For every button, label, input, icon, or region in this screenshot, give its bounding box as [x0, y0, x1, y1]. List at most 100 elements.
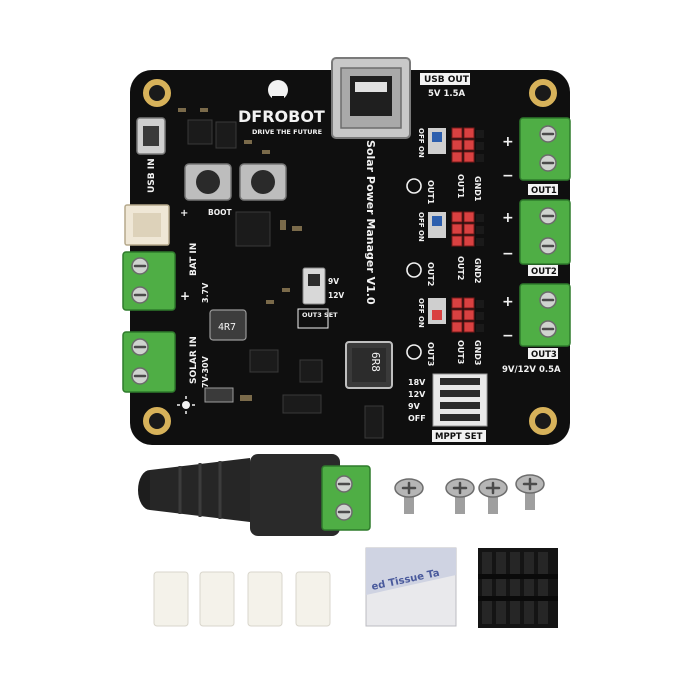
- bat-plus-mark: +: [180, 289, 190, 303]
- ic-chip-3: [249, 349, 279, 373]
- smd-part: [266, 300, 274, 304]
- out3-header: [451, 297, 484, 333]
- battery-jst-connector: [124, 204, 170, 246]
- dc-barrel-jack-adapter: [138, 454, 371, 536]
- out3-power-icon: [406, 344, 422, 360]
- out2-minus: −: [502, 246, 514, 262]
- ic-chip-6: [364, 405, 384, 439]
- usb-out-spec: 5V 1.5A: [428, 89, 466, 99]
- out3-option-12v: 12V: [328, 291, 344, 300]
- mppt-set-label-bg: [432, 430, 486, 442]
- screw-1: [394, 478, 424, 514]
- bat-in-terminal: [122, 251, 176, 311]
- ic-chip-1: [187, 119, 213, 145]
- mppt-option-off: OFF: [408, 414, 426, 423]
- out2-power-icon: [406, 262, 422, 278]
- bat-in-label: BAT IN: [189, 243, 199, 276]
- usb-out-label: USB OUT: [424, 75, 470, 85]
- out3-terminal: [519, 283, 571, 347]
- out2-label-bg: [528, 265, 558, 276]
- tagline-text: DRIVE THE FUTURE: [252, 128, 322, 136]
- mppt-set-label: MPPT SET: [435, 432, 483, 442]
- gnd3-label: GND3: [473, 340, 482, 365]
- out3-off-on-label: OFF ON: [417, 298, 425, 328]
- smd-part: [292, 226, 302, 231]
- out3-set-label: OUT3 SET: [302, 311, 338, 319]
- out3-label-bg: [528, 348, 558, 359]
- out3-header-label: OUT3: [456, 340, 465, 364]
- solar-voltage-label: 7V-30V: [201, 355, 210, 388]
- out3-option-9v: 9V: [328, 277, 339, 286]
- out3-set-switch-knob: [308, 274, 320, 286]
- out1-header-label: OUT1: [456, 174, 465, 199]
- out2-side-label: OUT2: [426, 262, 435, 286]
- out3-side-label: OUT3: [426, 342, 435, 366]
- boot-label: BOOT: [208, 208, 232, 217]
- out1-off-on-label: OFF ON: [417, 128, 425, 158]
- bat-voltage-label: 3.7V: [201, 282, 210, 303]
- out2-header: [451, 211, 484, 247]
- ic-chip-2: [215, 121, 237, 149]
- screw-3: [478, 478, 508, 514]
- solar-in-terminal: [122, 331, 176, 393]
- solar-in-label: SOLAR IN: [189, 336, 199, 384]
- ic-chip-4: [299, 359, 323, 383]
- mounting-hole-bottom-left: [143, 407, 171, 435]
- usb-in-port: [136, 117, 166, 155]
- smd-part: [282, 288, 290, 292]
- smd-part: [200, 108, 208, 112]
- sun-icon: [177, 396, 195, 414]
- mppt-dip-switch: [432, 373, 488, 427]
- out1-side-label: OUT1: [426, 180, 435, 205]
- out1-minus: −: [502, 168, 514, 184]
- mppt-option-18v: 18V: [408, 378, 426, 387]
- large-inductor: [345, 341, 393, 389]
- out2-terminal: [519, 199, 571, 265]
- dfrobot-logo: DFROBOT DRIVE THE FUTURE: [238, 80, 325, 136]
- usb-out-port: [331, 57, 411, 139]
- out1-header: [451, 127, 484, 163]
- mppt-option-9v: 9V: [408, 402, 421, 411]
- out1-label: OUT1: [531, 186, 557, 196]
- usb-in-label: USB IN: [147, 158, 157, 193]
- inductor-pair: [184, 163, 287, 201]
- thermal-pad-1: [153, 571, 189, 627]
- thermal-pad-3: [247, 571, 283, 627]
- adhesive-tape-square: ed Tissue Ta: [365, 547, 457, 627]
- heatsink: [478, 548, 558, 628]
- out1-power-icon: [406, 178, 422, 194]
- channel-out2: OFF ON OUT2 OUT2 GND2 + −: [406, 210, 514, 286]
- mounting-hole-top-right: [529, 79, 557, 107]
- thermal-pad-4: [295, 571, 331, 627]
- bat-plus-sign: +: [180, 208, 188, 219]
- out3-spec: 9V/12V 0.5A: [502, 365, 561, 375]
- out2-plus: +: [502, 210, 514, 226]
- ic-chip-5: [282, 394, 322, 414]
- channel-out3: OFF ON OUT3 OUT3 GND3 + −: [406, 294, 514, 366]
- gnd1-label: GND1: [473, 176, 482, 202]
- usb-out-label-bg: [420, 73, 470, 85]
- smd-part: [262, 150, 270, 154]
- smd-part: [178, 108, 186, 112]
- pcb-board: [130, 70, 570, 445]
- small-inductor: [209, 309, 247, 341]
- large-inductor-mark: 6R8: [369, 352, 382, 372]
- small-inductor-mark: 4R7: [218, 322, 236, 333]
- channel-out1: OFF ON OUT1 OUT1 GND1 + −: [406, 127, 514, 205]
- out3-label: OUT3: [531, 350, 557, 360]
- out1-plus: +: [502, 134, 514, 150]
- out1-label-bg: [528, 184, 558, 195]
- smd-capacitor: [204, 387, 234, 403]
- mppt-option-12v: 12V: [408, 390, 426, 399]
- boost-converter-ic: [235, 211, 271, 247]
- screw-4: [515, 474, 545, 510]
- mounting-hole-top-left: [143, 79, 171, 107]
- out2-header-label: OUT2: [456, 256, 465, 280]
- brand-text: DFROBOT: [238, 107, 325, 126]
- out3-minus: −: [502, 328, 514, 344]
- gnd2-label: GND2: [473, 258, 482, 283]
- product-name: Solar Power Manager V1.0: [364, 140, 377, 305]
- out1-terminal: [519, 117, 571, 181]
- out3-set-box: [297, 308, 329, 329]
